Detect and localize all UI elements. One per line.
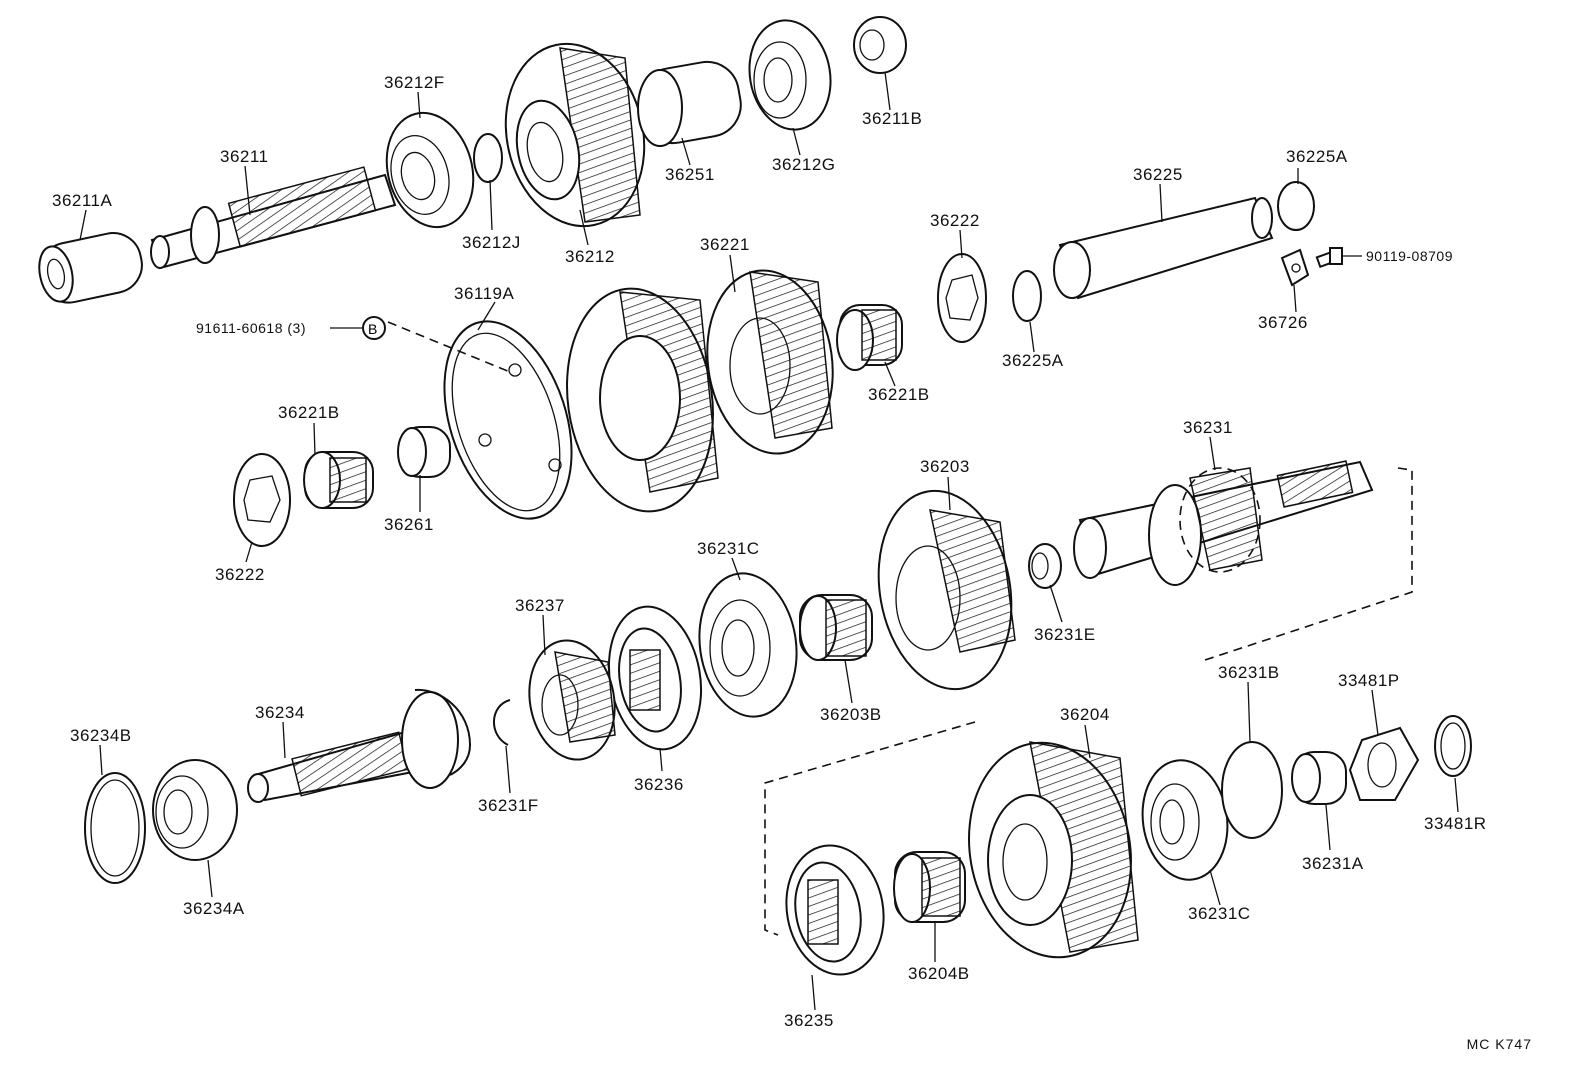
label-36211: 36211 <box>220 147 269 166</box>
diagram-code: MC K747 <box>1466 1036 1532 1052</box>
part-36212F <box>385 111 475 229</box>
label-36231B: 36231B <box>1218 663 1280 682</box>
part-36251 <box>637 60 742 147</box>
label-36231E: 36231E <box>1034 625 1096 644</box>
label-36119A: 36119A <box>454 284 515 303</box>
part-36225A-top <box>1277 181 1315 231</box>
label-36726: 36726 <box>1258 313 1308 332</box>
label-36236: 36236 <box>634 775 684 794</box>
part-36235 <box>785 844 885 976</box>
part-36231B <box>1221 741 1283 839</box>
part-36119A <box>443 320 573 520</box>
label-36212G: 36212G <box>772 155 836 174</box>
label-36231C-bottom: 36231C <box>1188 904 1251 923</box>
label-36234A: 36234A <box>183 899 245 918</box>
label-90119-08709: 90119-08709 <box>1366 248 1453 264</box>
label-36204B: 36204B <box>908 964 970 983</box>
callout-marker-b-text: B <box>368 321 377 337</box>
label-36212F: 36212F <box>384 73 445 92</box>
label-36225A-bottom: 36225A <box>1002 351 1064 370</box>
label-36222-top: 36222 <box>930 211 980 230</box>
part-36234A <box>152 759 238 861</box>
label-36251: 36251 <box>665 165 715 184</box>
part-36225A-bottom <box>1012 270 1042 322</box>
part-36212 <box>504 42 646 228</box>
label-36231C-top: 36231C <box>697 539 760 558</box>
label-36212J: 36212J <box>462 233 521 252</box>
part-36225 <box>1053 196 1274 300</box>
part-36203 <box>877 489 1016 691</box>
label-36211A: 36211A <box>52 191 113 210</box>
part-36221B-left <box>303 451 374 509</box>
part-36234 <box>247 688 472 803</box>
part-36231C-top <box>698 572 798 718</box>
part-36221 <box>566 269 834 513</box>
part-36231C-bottom <box>1141 759 1229 881</box>
label-36203: 36203 <box>920 457 970 476</box>
assembly-dashed-lines <box>764 467 1413 936</box>
callout-marker-b: B <box>330 316 511 373</box>
label-36231F: 36231F <box>478 796 539 815</box>
part-36211A <box>38 232 143 304</box>
part-33481R <box>1434 715 1472 777</box>
label-36211B: 36211B <box>862 109 923 128</box>
label-36212: 36212 <box>565 247 615 266</box>
part-90119-08709 <box>1315 247 1343 269</box>
label-36204: 36204 <box>1060 705 1110 724</box>
part-36261 <box>397 426 451 478</box>
part-36221B-right <box>836 304 903 371</box>
label-36261: 36261 <box>384 515 434 534</box>
label-36237: 36237 <box>515 596 565 615</box>
part-36231E <box>1028 543 1062 589</box>
part-33481P <box>1348 726 1420 801</box>
label-36231: 36231 <box>1183 418 1233 437</box>
part-36204B <box>893 851 966 923</box>
part-36211 <box>150 166 397 270</box>
label-36221B-right: 36221B <box>868 385 930 404</box>
label-36234B: 36234B <box>70 726 132 745</box>
label-36234: 36234 <box>255 703 305 722</box>
part-36234B <box>84 772 146 884</box>
label-33481R: 33481R <box>1424 814 1487 833</box>
label-36221B-left: 36221B <box>278 403 340 422</box>
part-36212G <box>748 19 832 131</box>
leader-lines <box>79 71 1459 1011</box>
part-36231A <box>1291 751 1347 805</box>
label-36231A: 36231A <box>1302 854 1364 873</box>
label-36221: 36221 <box>700 235 750 254</box>
part-36222-left <box>233 453 291 547</box>
label-91611-60618: 91611-60618 (3) <box>196 320 306 336</box>
part-36203B <box>799 594 873 661</box>
label-36222-left: 36222 <box>215 565 265 584</box>
part-36237 <box>528 639 616 761</box>
label-36225A-top: 36225A <box>1286 147 1348 166</box>
part-36204 <box>968 741 1139 959</box>
label-36225: 36225 <box>1133 165 1183 184</box>
label-33481P: 33481P <box>1338 671 1400 690</box>
label-36235: 36235 <box>784 1011 834 1030</box>
part-36211B <box>853 16 907 74</box>
label-36203B: 36203B <box>820 705 882 724</box>
part-36212J <box>473 133 503 183</box>
part-36236 <box>607 605 703 751</box>
part-36222-top <box>937 253 987 343</box>
part-36231 <box>1073 460 1374 586</box>
part-36726 <box>1280 248 1310 287</box>
part-36231F <box>493 699 511 746</box>
